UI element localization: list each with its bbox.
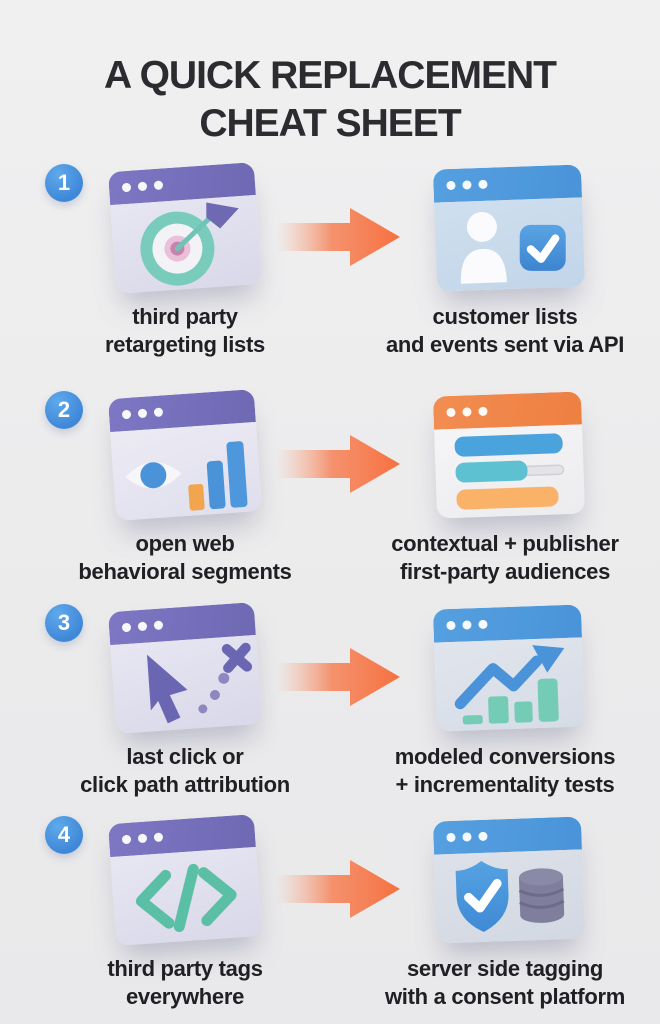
step-badge-4: 4 bbox=[45, 816, 83, 854]
click-path-cursor-icon bbox=[146, 642, 253, 724]
window-third-party-tags bbox=[107, 814, 263, 946]
customer-list-check-icon bbox=[460, 211, 566, 284]
caption-line: modeled conversions bbox=[394, 744, 616, 769]
caption-line: and events sent via API bbox=[385, 331, 625, 357]
title-line2: CHEAT SHEET bbox=[199, 101, 461, 145]
window-click-attribution bbox=[107, 602, 263, 734]
window-third-party-retargeting bbox=[107, 162, 263, 294]
window-customer-lists bbox=[432, 164, 586, 292]
window-dot bbox=[121, 409, 132, 420]
window-dot bbox=[137, 621, 148, 632]
window-dot bbox=[462, 407, 472, 417]
code-tags-icon bbox=[135, 863, 237, 933]
window-dot bbox=[446, 180, 456, 191]
step-badge-1: 1 bbox=[45, 164, 83, 202]
row-behavioral: 2 bbox=[0, 389, 660, 595]
window-server-side-tagging bbox=[432, 816, 586, 944]
caption-line: click path attribution bbox=[80, 771, 290, 797]
caption-right: contextual + publisher first-party audie… bbox=[352, 530, 658, 586]
window-dot bbox=[462, 620, 472, 630]
window-titlebar bbox=[432, 391, 582, 430]
caption-right: customer lists and events sent via API bbox=[352, 303, 658, 359]
window-dot bbox=[153, 620, 164, 631]
shield-database-icon bbox=[455, 860, 565, 932]
window-dot bbox=[137, 408, 148, 419]
caption-line: with a consent platform bbox=[384, 983, 625, 1009]
caption-line: contextual + publisher bbox=[391, 531, 619, 556]
caption-line: everywhere bbox=[125, 983, 245, 1009]
row-tagging: 4 bbox=[0, 814, 660, 1020]
step-badge-2: 2 bbox=[45, 391, 83, 429]
caption-line: behavioral segments bbox=[78, 558, 292, 584]
window-dot bbox=[446, 620, 456, 631]
window-dot bbox=[478, 179, 488, 190]
window-dot bbox=[478, 619, 488, 630]
caption-left: last click or click path attribution bbox=[45, 743, 325, 799]
window-titlebar bbox=[432, 164, 582, 203]
row-retargeting: 1 bbox=[0, 162, 660, 368]
caption-left: third party retargeting lists bbox=[45, 303, 325, 359]
caption-right: modeled conversions + incrementality tes… bbox=[352, 743, 658, 799]
window-titlebar bbox=[432, 816, 582, 855]
caption-left: open web behavioral segments bbox=[45, 530, 325, 586]
window-dot bbox=[137, 181, 148, 192]
caption-right: server side tagging with a consent platf… bbox=[352, 955, 658, 1011]
window-dot bbox=[153, 407, 164, 418]
arrow-right-icon bbox=[276, 860, 400, 918]
caption-line: first-party audiences bbox=[399, 558, 611, 584]
caption-line: open web bbox=[135, 531, 235, 556]
window-dot bbox=[121, 622, 132, 633]
arrow-right-icon bbox=[276, 648, 400, 706]
window-dot bbox=[121, 834, 132, 845]
arrow-right-icon bbox=[276, 208, 400, 266]
caption-line: third party bbox=[132, 304, 238, 329]
window-contextual-audiences bbox=[432, 391, 586, 519]
window-dot bbox=[153, 180, 164, 191]
window-dot bbox=[121, 182, 132, 193]
conversions-trend-chart-icon bbox=[454, 645, 565, 725]
window-dot bbox=[137, 833, 148, 844]
retargeting-target-icon bbox=[140, 202, 239, 286]
caption-line: last click or bbox=[126, 744, 244, 769]
behavioral-eye-barchart-icon bbox=[125, 441, 248, 511]
caption-line: retargeting lists bbox=[105, 331, 265, 357]
window-dot bbox=[153, 832, 164, 843]
arrow-right-icon bbox=[276, 435, 400, 493]
window-dot bbox=[462, 832, 472, 842]
caption-left: third party tags everywhere bbox=[45, 955, 325, 1011]
window-open-web-segments bbox=[107, 389, 263, 521]
row-attribution: 3 bbox=[0, 602, 660, 808]
page-title: A QUICK REPLACEMENT CHEAT SHEET bbox=[0, 52, 660, 147]
caption-line: customer lists bbox=[432, 304, 578, 329]
title-line1: A QUICK REPLACEMENT bbox=[104, 54, 557, 98]
caption-line: server side tagging bbox=[406, 956, 604, 981]
window-dot bbox=[478, 831, 488, 842]
step-badge-3: 3 bbox=[45, 604, 83, 642]
window-dot bbox=[478, 406, 488, 417]
window-dot bbox=[446, 407, 456, 418]
window-titlebar bbox=[432, 604, 582, 643]
window-modeled-conversions bbox=[432, 604, 586, 732]
window-dot bbox=[462, 180, 472, 190]
window-dot bbox=[446, 832, 456, 843]
publisher-audience-bars-icon bbox=[454, 433, 565, 510]
caption-line: + incrementality tests bbox=[395, 771, 615, 797]
caption-line: third party tags bbox=[107, 956, 263, 981]
